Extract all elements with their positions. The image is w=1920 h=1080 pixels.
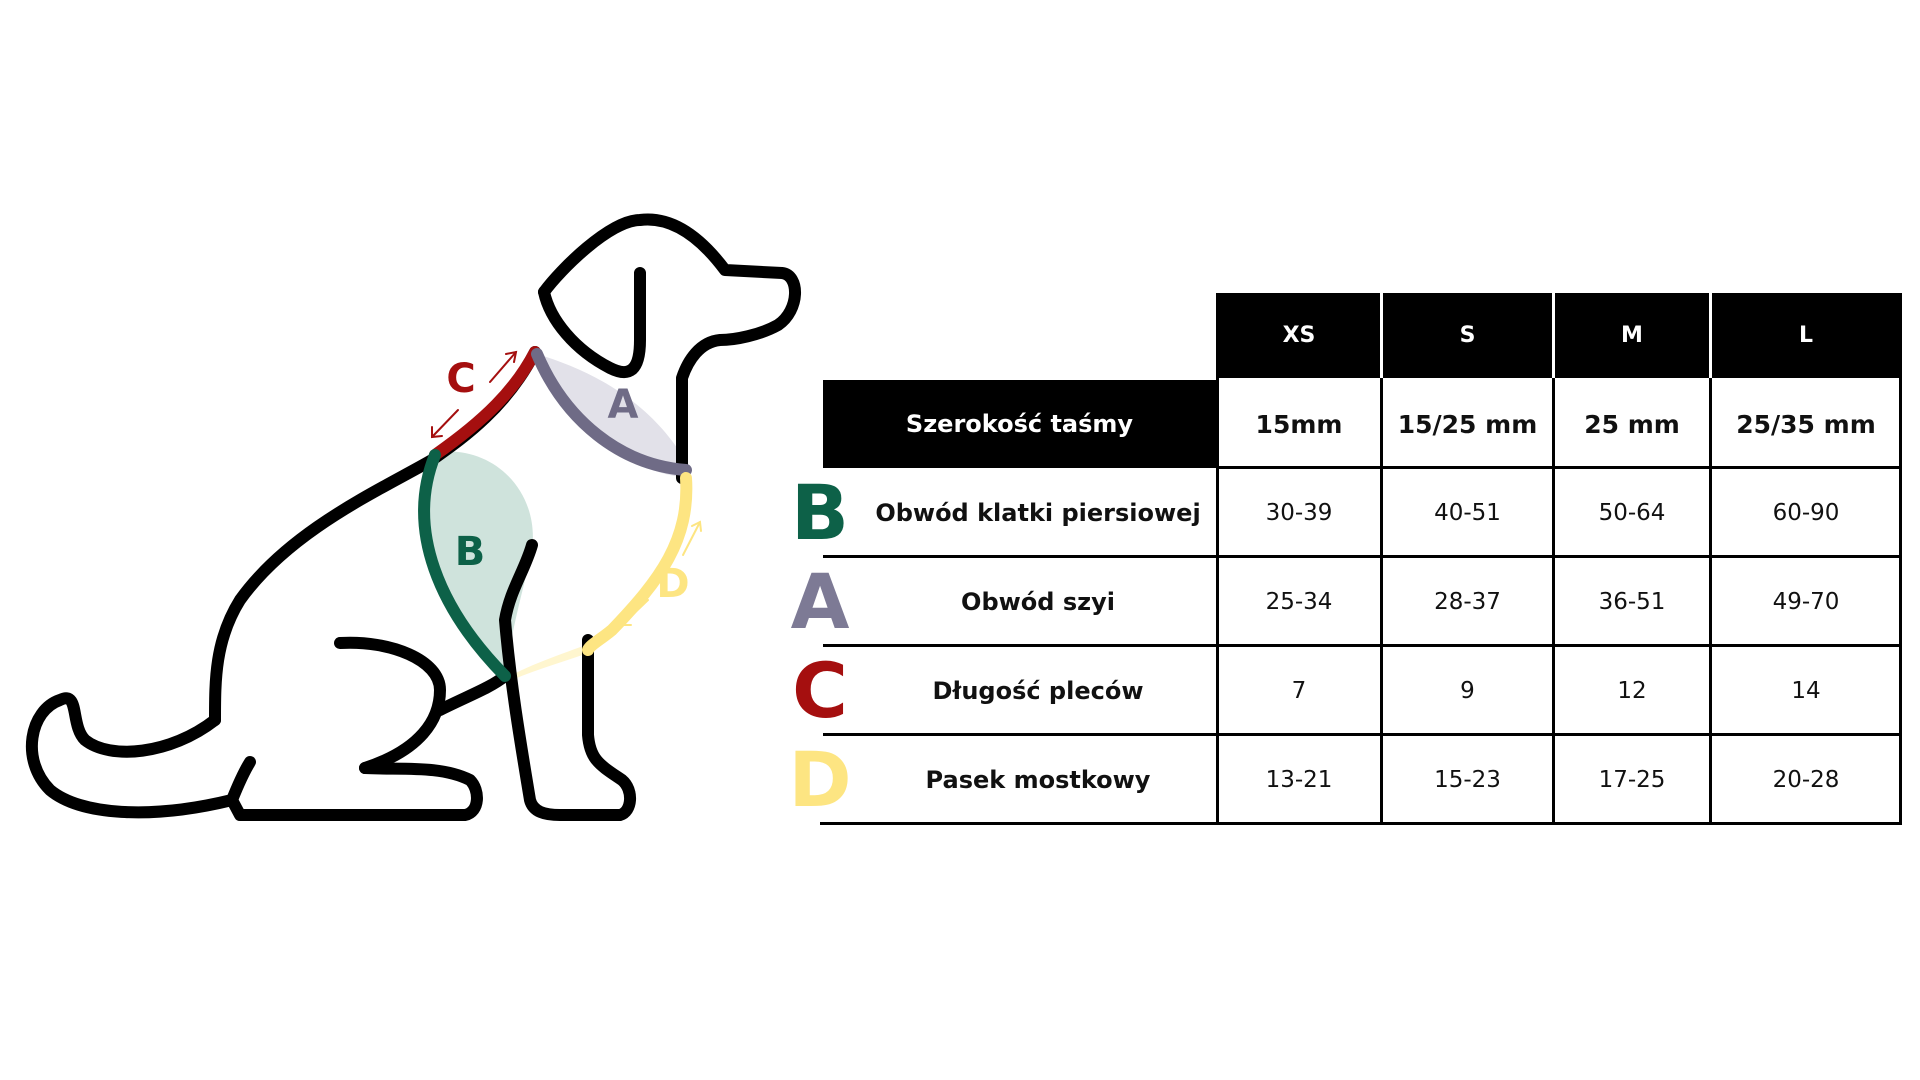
row-letter-c: C [792,646,848,735]
table-cell: 40-51 [1434,499,1501,526]
table-divider [1380,378,1383,825]
dog-label-a: A [608,382,639,428]
table-cell: 7 [1291,677,1307,704]
chest-strap-b [418,449,511,682]
table-divider [1899,293,1902,825]
table-divider [1216,293,1219,825]
table-cell: 20-28 [1772,766,1840,793]
dog-label-d: D [656,561,689,607]
size-header-l: L [1712,293,1900,378]
row-label-chest: Obwód klatki piersiowej [875,498,1201,527]
table-divider [823,644,1901,647]
table-cell: 14 [1791,677,1821,704]
table-cell: 9 [1460,677,1475,704]
row-letter-d: D [788,735,852,824]
table-divider [820,822,1901,825]
dog-label-c: C [446,356,475,402]
back-strap-c [429,346,541,461]
back-strap-c-arrows [431,350,518,439]
header-separator [1380,293,1383,378]
row-letter-b: B [791,468,849,557]
bridge-strap-d-arrows [621,520,702,626]
table-divider [1709,378,1712,825]
width-cell-m: 25 mm [1584,409,1680,439]
header-separator [1552,293,1555,378]
header-separator [1709,293,1712,378]
table-cell: 15-23 [1434,766,1501,793]
width-cell-l: 25/35 mm [1736,409,1876,439]
size-header-s: S [1383,293,1552,378]
neck-region-a-fill [537,354,686,478]
table-divider [823,555,1901,558]
row-label-neck: Obwód szyi [961,587,1115,616]
dog-label-b: B [455,529,486,575]
table-divider [1552,378,1555,825]
table-cell: 25-34 [1265,588,1333,615]
table-cell: 49-70 [1772,588,1840,615]
width-cell-xs: 15mm [1255,409,1343,439]
table-divider [823,733,1901,736]
table-cell: 36-51 [1598,588,1666,615]
table-cell: 50-64 [1598,499,1666,526]
row-label-bridge-strap: Pasek mostkowy [925,765,1151,794]
table-cell: 28-37 [1434,588,1501,615]
table-cell: 30-39 [1265,499,1333,526]
table-cell: 12 [1617,677,1647,704]
table-cell: 13-21 [1265,766,1333,793]
neck-strap-a [531,348,692,476]
table-divider [1217,466,1901,469]
row-label-back-length: Długość pleców [932,676,1144,705]
row-letter-a: A [790,557,850,646]
width-cell-s: 15/25 mm [1397,409,1538,439]
bridge-strap-d [582,472,693,656]
table-cell: 17-25 [1598,766,1666,793]
size-header-xs: XS [1218,293,1380,378]
size-header-m: M [1555,293,1709,378]
width-row-label: Szerokość taśmy [823,380,1216,468]
table-cell: 60-90 [1772,499,1840,526]
strap-region-d-fill [510,640,598,680]
